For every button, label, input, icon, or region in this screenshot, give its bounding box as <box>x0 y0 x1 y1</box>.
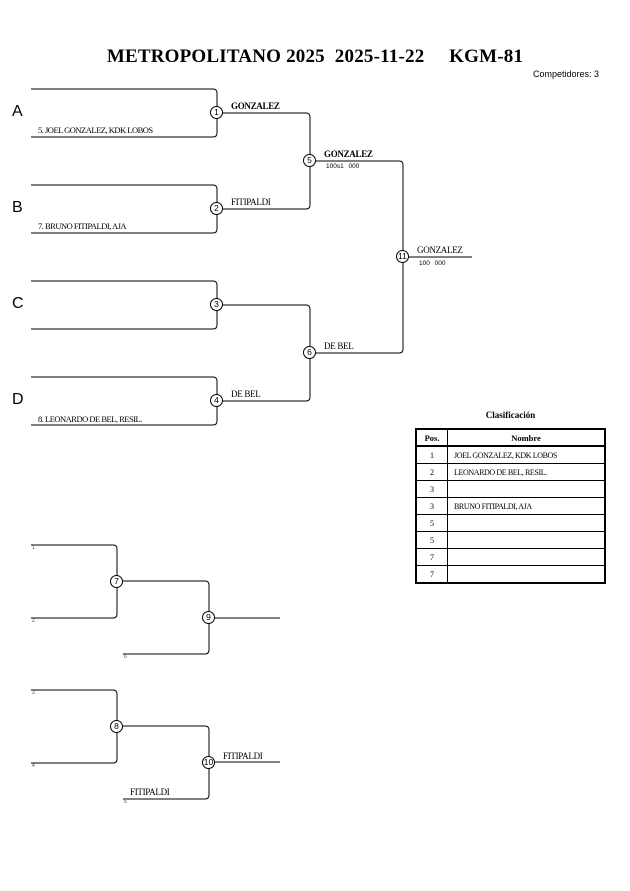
row-name: LEONARDO DE BEL, RESIL. <box>447 463 606 481</box>
event-name: METROPOLITANO 2025 <box>106 46 325 67</box>
row-pos: 3 <box>415 497 448 515</box>
match-number-1[interactable]: 1 <box>210 106 223 119</box>
match-number-4[interactable]: 4 <box>210 394 223 407</box>
table-row: 7 <box>415 565 606 584</box>
match-number-7[interactable]: 7 <box>110 575 123 588</box>
winner-match-1: GONZALEZ <box>231 101 280 111</box>
winner-match-11: GONZALEZ <box>417 245 463 255</box>
repechage-source-label: 3 <box>32 690 35 696</box>
repechage-source-label: 6 <box>124 654 127 660</box>
row-pos: 5 <box>415 531 448 549</box>
winner-match-2: FITIPALDI <box>231 197 271 207</box>
column-header-pos: Pos. <box>415 428 448 447</box>
table-row: 5 <box>415 531 606 549</box>
row-name <box>447 548 606 566</box>
row-name <box>447 480 606 498</box>
row-name <box>447 565 606 584</box>
row-pos: 1 <box>415 445 448 464</box>
match-number-8[interactable]: 8 <box>110 720 123 733</box>
competitors-count: Competidores: 3 <box>532 69 599 79</box>
match-7-bracket <box>31 544 118 619</box>
match-6-bracket <box>217 304 311 402</box>
classification-header-row: Pos. Nombre <box>415 428 606 447</box>
table-row: 7 <box>415 548 606 566</box>
repechage-source-label: 4 <box>32 763 35 769</box>
entry-pool-d: 8. LEONARDO DE BEL, RESIL. <box>38 414 142 424</box>
winner-match-10: FITIPALDI <box>223 751 263 761</box>
score-match-11: 100 000 <box>419 260 446 267</box>
entry-pool-b: 7. BRUNO FITIPALDI, AJA <box>38 221 127 231</box>
winner-match-4: DE BEL <box>231 389 261 399</box>
match-number-10[interactable]: 10 <box>202 756 215 769</box>
pool-label-d: D <box>12 391 24 408</box>
pool-c-bracket <box>31 280 218 330</box>
match-number-2[interactable]: 2 <box>210 202 223 215</box>
table-row: 3 <box>415 480 606 498</box>
event-date: 2025-11-22 <box>334 46 425 67</box>
repechage-entry-match-10: FITIPALDI <box>130 787 170 797</box>
match-number-5[interactable]: 5 <box>303 154 316 167</box>
pool-label-b: B <box>12 199 23 216</box>
row-pos: 7 <box>415 565 448 584</box>
match-number-11[interactable]: 11 <box>396 250 409 263</box>
column-header-name: Nombre <box>447 428 606 447</box>
match-number-3[interactable]: 3 <box>210 298 223 311</box>
row-pos: 5 <box>415 514 448 532</box>
row-name: JOEL GONZALEZ, KDK LOBOS <box>447 445 606 464</box>
match-11-bracket <box>310 160 404 354</box>
winner-match-6: DE BEL <box>324 341 354 351</box>
row-name <box>447 514 606 532</box>
row-pos: 3 <box>415 480 448 498</box>
repechage-source-label: 1 <box>32 545 35 551</box>
row-pos: 7 <box>415 548 448 566</box>
pool-label-c: C <box>12 295 24 312</box>
match-number-6[interactable]: 6 <box>303 346 316 359</box>
row-pos: 2 <box>415 463 448 481</box>
pool-label-a: A <box>12 103 23 120</box>
match-9-bracket <box>117 580 210 655</box>
score-match-5: 100s1 000 <box>326 163 360 170</box>
match-number-9[interactable]: 9 <box>202 611 215 624</box>
event-category: KGM-81 <box>449 46 524 67</box>
match-5-bracket <box>217 112 311 210</box>
page-title: METROPOLITANO 2025 2025-11-22 KGM-81 <box>0 46 630 68</box>
match-8-bracket <box>31 689 118 764</box>
entry-pool-a: 5. JOEL GONZALEZ, KDK LOBOS <box>38 125 153 135</box>
repechage-source-label: 5 <box>124 799 127 805</box>
table-row: 5 <box>415 514 606 532</box>
repechage-source-label: 2 <box>32 618 35 624</box>
classification-title: Clasificación <box>485 410 536 420</box>
row-name <box>447 531 606 549</box>
winner-match-5: GONZALEZ <box>324 149 373 159</box>
row-name: BRUNO FITIPALDI, AJA <box>447 497 606 515</box>
